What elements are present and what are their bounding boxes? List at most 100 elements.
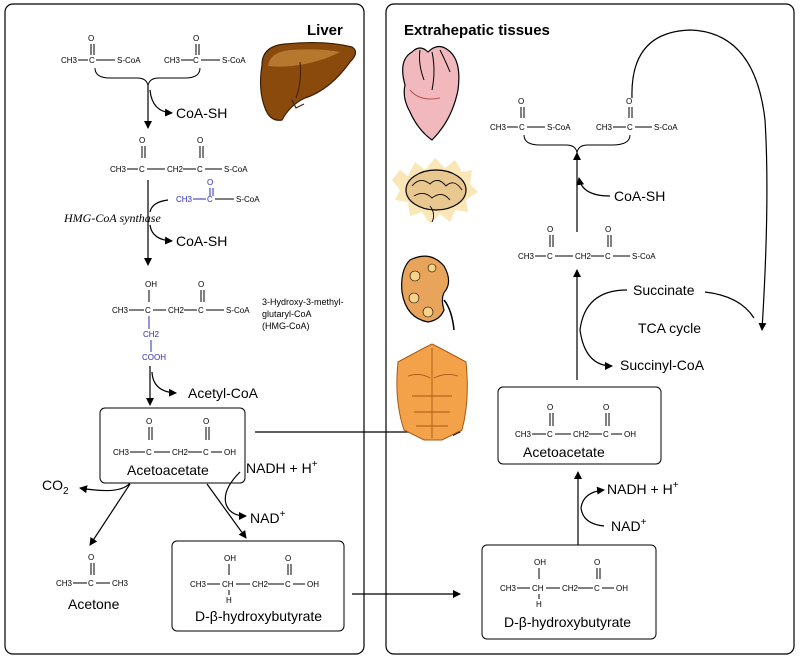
svg-text:O: O <box>88 34 94 43</box>
svg-text:C: C <box>89 56 95 65</box>
coash-label-2: CoA-SH <box>176 233 227 249</box>
svg-text:CH3: CH3 <box>164 56 181 65</box>
muscle-torso-icon <box>396 343 468 441</box>
acetoacetate-label-extra: Acetoacetate <box>523 444 605 460</box>
incoming-acetyl-coa: O CH3 C S-CoA <box>176 178 260 204</box>
svg-text:CH: CH <box>222 580 234 589</box>
arrow-coash-release-2 <box>149 224 173 245</box>
svg-text:C: C <box>519 123 525 132</box>
svg-text:CH3: CH3 <box>176 195 193 204</box>
svg-text:CH3: CH3 <box>500 584 517 593</box>
svg-text:O: O <box>626 97 632 106</box>
arrow-succinyl-to-succinate <box>579 289 628 370</box>
acetoacetate-structure-extra: O O CH3 C CH2 C OH <box>515 403 636 439</box>
svg-text:S-CoA: S-CoA <box>226 306 250 315</box>
liver-panel <box>4 3 365 655</box>
acetoacetate-box-liver <box>99 407 246 484</box>
svg-text:CH3: CH3 <box>515 430 532 439</box>
svg-text:C: C <box>88 579 94 588</box>
hydroxybutyrate-structure-extra: OH O CH3 CH CH2 C OH H <box>500 558 628 609</box>
hydroxybutyrate-structure-liver: OH O CH3 CH CH2 C OH H <box>190 554 319 605</box>
svg-text:O: O <box>88 553 94 562</box>
arrow-succinyl-loop <box>631 29 768 331</box>
svg-text:O: O <box>605 225 611 234</box>
hydroxybutyrate-box-liver <box>171 540 345 632</box>
svg-text:CH3: CH3 <box>113 448 130 457</box>
svg-text:OH: OH <box>224 448 236 457</box>
svg-text:OH: OH <box>145 280 157 289</box>
arrow-acetyl-coa-release <box>151 371 177 397</box>
enzyme-label: HMG-CoA synthase <box>63 211 161 225</box>
succinate-label: Succinate <box>633 282 695 298</box>
hydroxybutyrate-box-extra <box>481 544 657 640</box>
svg-text:CH2: CH2 <box>167 165 184 174</box>
acetoacetate-label-liver: Acetoacetate <box>127 462 209 478</box>
succinyl-coa-label: Succinyl-CoA <box>620 357 705 373</box>
svg-text:O: O <box>193 34 199 43</box>
arrow-succinate-out <box>704 291 755 319</box>
svg-text:C: C <box>207 195 213 204</box>
svg-text:OH: OH <box>624 430 636 439</box>
arrow-to-hydroxybutyrate-liver <box>206 483 247 539</box>
coash-label-extra: CoA-SH <box>614 188 665 204</box>
svg-text:C: C <box>145 306 151 315</box>
svg-text:CH: CH <box>532 584 544 593</box>
svg-text:OH: OH <box>307 580 319 589</box>
arrow-co2-release <box>79 482 131 494</box>
svg-text:C: C <box>547 430 553 439</box>
nadh-label-liver: NADH + H+ <box>246 459 318 476</box>
svg-text:CH3: CH3 <box>190 580 207 589</box>
arrow-to-acetone <box>89 483 131 546</box>
kidney-icon <box>401 255 455 331</box>
acetone-label: Acetone <box>68 596 120 612</box>
liver-panel-title: Liver <box>307 22 343 39</box>
hydroxybutyrate-label-liver: D-β-hydroxybutyrate <box>195 608 322 624</box>
arrow-nadh-oxidation-liver <box>224 471 247 520</box>
svg-text:C: C <box>197 165 203 174</box>
hydroxybutyrate-label-extra: D-β-hydroxybutyrate <box>504 614 631 630</box>
acetyl-coa-label: Acetyl-CoA <box>188 385 259 401</box>
svg-text:CH3: CH3 <box>61 56 78 65</box>
svg-text:CH3: CH3 <box>112 306 129 315</box>
svg-text:CH3: CH3 <box>56 579 73 588</box>
acetoacetyl-coa-extra: O O CH3 C CH2 C S-CoA <box>518 225 656 261</box>
tca-cycle-label: TCA cycle <box>638 320 701 336</box>
acetoacetate-box-extra <box>497 386 662 465</box>
svg-text:CH2: CH2 <box>172 448 189 457</box>
svg-text:C: C <box>627 123 633 132</box>
extrahepatic-panel-title: Extrahepatic tissues <box>404 22 550 39</box>
heart-icon <box>402 45 460 141</box>
svg-text:CH2: CH2 <box>573 430 590 439</box>
svg-text:O: O <box>139 136 145 145</box>
svg-text:O: O <box>197 136 203 145</box>
svg-text:S-CoA: S-CoA <box>222 56 246 65</box>
svg-text:C: C <box>285 580 291 589</box>
svg-text:CH3: CH3 <box>110 165 127 174</box>
svg-text:C: C <box>193 56 199 65</box>
acetyl-coa-pair-liver: O CH3 C S-CoA O CH3 C S-CoA <box>61 34 246 87</box>
svg-text:CH3: CH3 <box>490 123 507 132</box>
svg-text:CH3: CH3 <box>112 579 129 588</box>
svg-text:S-CoA: S-CoA <box>547 123 571 132</box>
acetone-structure: O CH3 C CH3 <box>56 553 129 588</box>
svg-text:S-CoA: S-CoA <box>117 56 141 65</box>
svg-text:O: O <box>146 417 152 426</box>
svg-text:C: C <box>594 584 600 593</box>
svg-text:O: O <box>207 178 213 187</box>
svg-text:COOH: COOH <box>142 353 166 362</box>
svg-text:CH3: CH3 <box>518 252 535 261</box>
svg-text:O: O <box>594 558 600 567</box>
svg-text:O: O <box>518 97 524 106</box>
svg-text:CH2: CH2 <box>575 252 592 261</box>
svg-text:S-CoA: S-CoA <box>236 195 260 204</box>
acetyl-coa-pair-extra: O CH3 C S-CoA O CH3 C S-CoA <box>490 97 678 154</box>
svg-text:OH: OH <box>616 584 628 593</box>
svg-text:O: O <box>547 225 553 234</box>
co2-label: CO2 <box>42 477 69 497</box>
acetoacetyl-coa-liver: O O CH3 C CH2 C S-CoA <box>110 136 248 174</box>
liver-icon <box>259 41 357 121</box>
coash-label-1: CoA-SH <box>176 105 227 121</box>
svg-text:O: O <box>198 280 204 289</box>
arrow-nad-reduction-extra <box>580 486 605 527</box>
